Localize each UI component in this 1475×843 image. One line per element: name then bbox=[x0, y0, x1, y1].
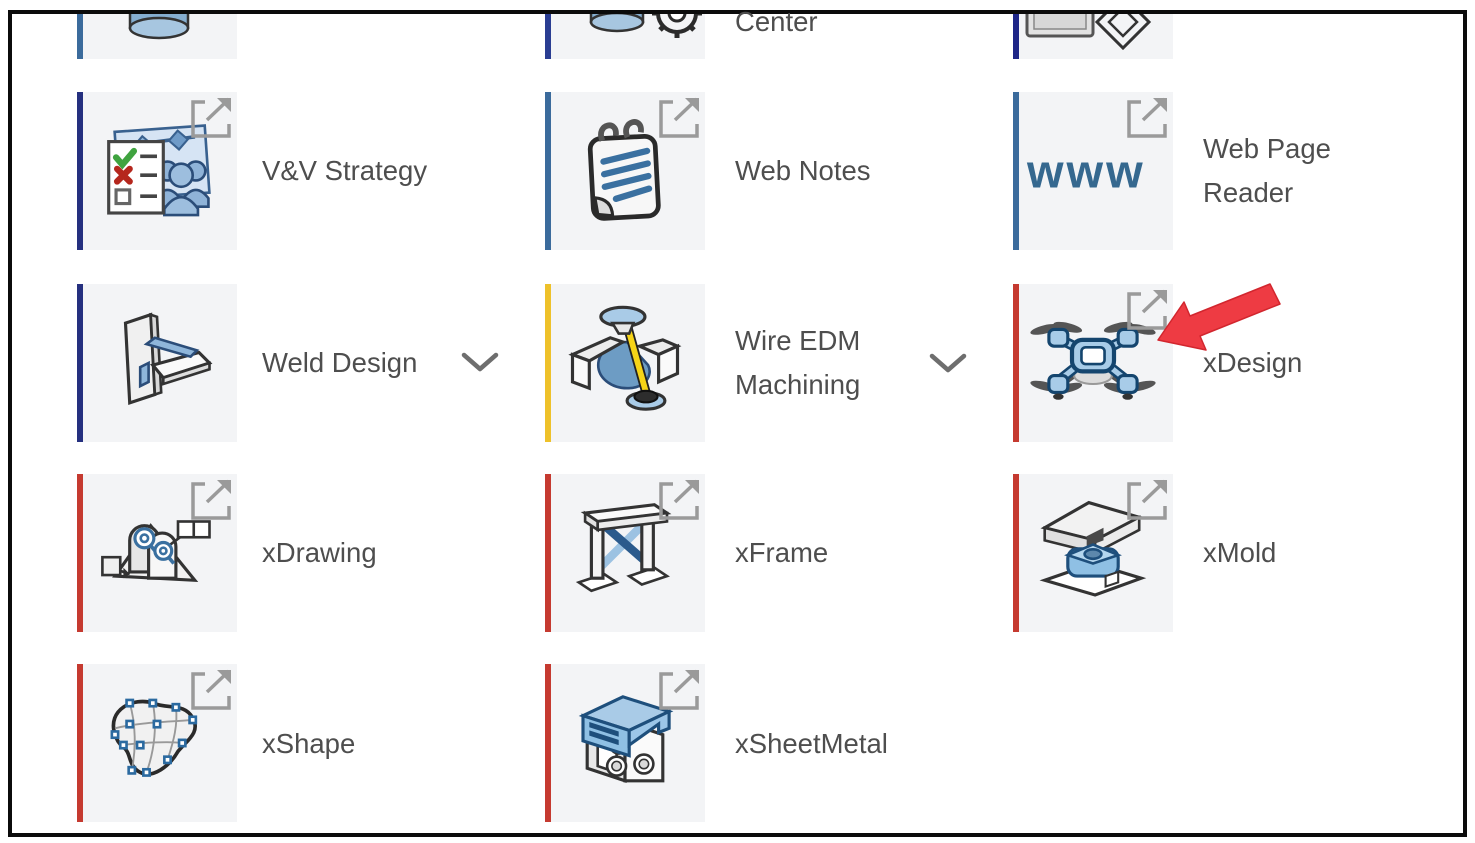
app-tile-partial-top-left[interactable] bbox=[77, 14, 237, 59]
cylinder-icon bbox=[128, 14, 190, 40]
accent-bar bbox=[1013, 92, 1019, 250]
accent-bar bbox=[545, 284, 551, 442]
app-tile-weld-design[interactable] bbox=[77, 284, 237, 442]
structural-frame-icon bbox=[575, 503, 672, 593]
app-tile-xsheetmetal[interactable] bbox=[545, 664, 705, 822]
app-tile-vv-strategy[interactable] bbox=[77, 92, 237, 250]
accent-bar bbox=[77, 14, 83, 59]
accent-bar bbox=[1013, 474, 1019, 632]
external-link-icon[interactable] bbox=[1125, 476, 1171, 522]
app-label-web-notes: Web Notes bbox=[735, 155, 871, 186]
app-label-xshape: xShape bbox=[262, 728, 356, 759]
app-tile-web-page-reader[interactable]: www bbox=[1013, 92, 1173, 250]
accent-bar bbox=[545, 664, 551, 822]
drawing-callouts-icon bbox=[101, 520, 211, 583]
app-label-xdrawing: xDrawing bbox=[262, 537, 377, 568]
www-text-icon: www bbox=[1027, 144, 1146, 198]
app-tile-xmold[interactable] bbox=[1013, 474, 1173, 632]
drone-icon bbox=[1030, 321, 1156, 400]
accent-bar bbox=[77, 664, 83, 822]
notepad-icon bbox=[587, 119, 661, 221]
external-link-icon[interactable] bbox=[1125, 286, 1171, 332]
document-diamond-icon bbox=[1025, 14, 1152, 50]
app-label-xdesign: xDesign bbox=[1203, 347, 1303, 378]
screenshot-frame bbox=[8, 10, 1467, 837]
app-tile-xdesign[interactable] bbox=[1013, 284, 1173, 442]
app-tile-web-notes[interactable] bbox=[545, 92, 705, 250]
external-link-icon[interactable] bbox=[189, 476, 235, 522]
app-label-vv-strategy: V&V Strategy bbox=[262, 155, 428, 186]
external-link-icon[interactable] bbox=[1125, 94, 1171, 140]
chevron-down-icon[interactable] bbox=[461, 352, 499, 374]
freeform-surface-icon bbox=[110, 698, 198, 777]
accent-bar bbox=[77, 474, 83, 632]
app-label-xmold: xMold bbox=[1203, 537, 1277, 568]
chevron-down-icon[interactable] bbox=[929, 353, 967, 375]
accent-bar bbox=[545, 14, 551, 59]
external-link-icon[interactable] bbox=[189, 666, 235, 712]
accent-bar bbox=[1013, 14, 1019, 59]
cylinder-gear-icon bbox=[589, 14, 702, 38]
external-link-icon[interactable] bbox=[657, 94, 703, 140]
wire-edm-icon bbox=[568, 305, 682, 411]
app-tile-wire-edm-machining[interactable] bbox=[545, 284, 705, 442]
app-tile-xdrawing[interactable] bbox=[77, 474, 237, 632]
accent-bar bbox=[77, 284, 83, 442]
checklist-people-icon bbox=[107, 124, 211, 217]
accent-bar bbox=[1013, 284, 1019, 442]
accent-bar bbox=[545, 474, 551, 632]
app-tile-xframe[interactable] bbox=[545, 474, 705, 632]
external-link-icon[interactable] bbox=[189, 94, 235, 140]
external-link-icon[interactable] bbox=[657, 476, 703, 522]
external-link-icon[interactable] bbox=[657, 666, 703, 712]
app-label-xframe: xFrame bbox=[735, 537, 829, 568]
app-tile-partial-top-center[interactable] bbox=[545, 14, 705, 59]
app-tile-partial-top-right[interactable] bbox=[1013, 14, 1173, 59]
app-label-center: Center bbox=[735, 6, 818, 37]
red-annotation-arrow bbox=[1157, 283, 1281, 351]
sheetmetal-bracket-icon bbox=[578, 695, 674, 783]
app-label-weld-design: Weld Design bbox=[262, 347, 418, 378]
app-tile-xshape[interactable] bbox=[77, 664, 237, 822]
accent-bar bbox=[545, 92, 551, 250]
accent-bar bbox=[77, 92, 83, 250]
app-label-xsheetmetal: xSheetMetal bbox=[735, 728, 888, 759]
weld-joint-icon bbox=[123, 312, 213, 406]
